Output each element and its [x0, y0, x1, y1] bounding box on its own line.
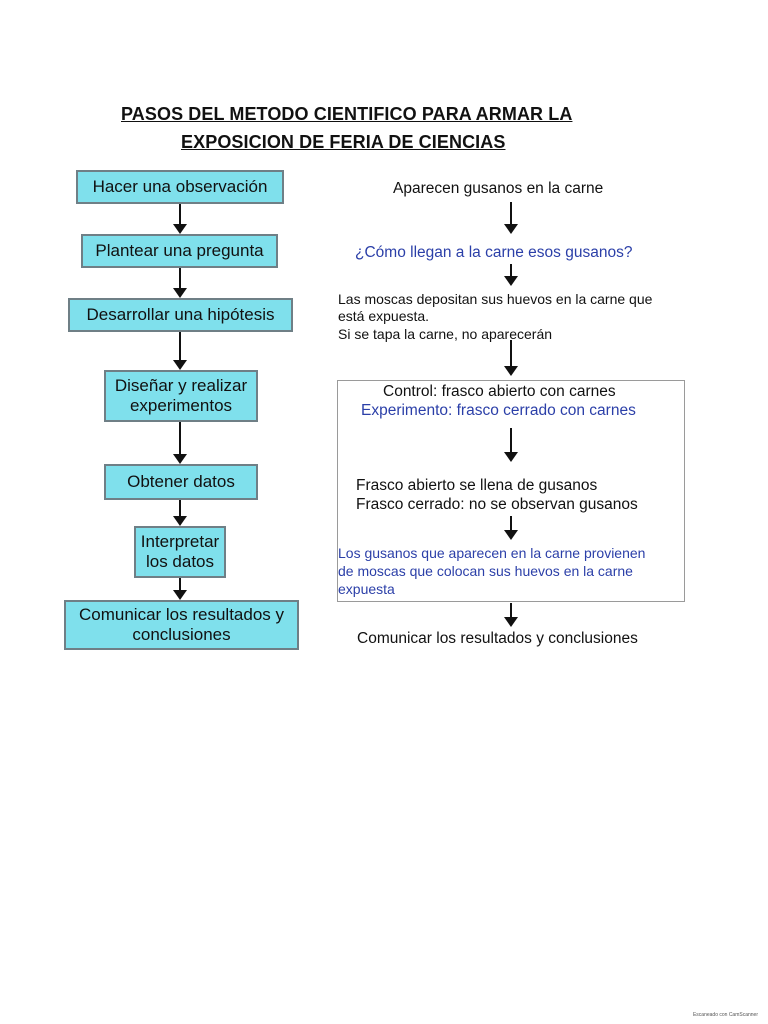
- step-box-observation: Hacer una observación: [76, 170, 284, 204]
- example-interpretation-line-3: expuesta: [338, 581, 395, 597]
- example-hypothesis-line-1: Las moscas depositan sus huevos en la ca…: [338, 291, 653, 307]
- experiment-frame: [337, 380, 685, 602]
- step-label: Hacer una observación: [92, 177, 268, 196]
- arrow-down-icon: [173, 578, 187, 600]
- arrow-down-icon: [504, 603, 518, 627]
- arrow-down-icon: [504, 264, 518, 286]
- example-interpretation-line-1: Los gusanos que aparecen en la carne pro…: [338, 545, 646, 561]
- step-label: Comunicar los resultados y conclusiones: [78, 605, 285, 644]
- step-box-hypothesis: Desarrollar una hipótesis: [68, 298, 293, 332]
- example-hypothesis-line-3: Si se tapa la carne, no aparecerán: [338, 326, 553, 342]
- step-box-question: Plantear una pregunta: [81, 234, 278, 268]
- arrow-down-icon: [173, 204, 187, 234]
- step-label: Interpretar los datos: [140, 532, 220, 571]
- step-box-interpret: Interpretar los datos: [134, 526, 226, 578]
- example-data-line-1: Frasco abierto se llena de gusanos: [356, 477, 598, 494]
- example-communication: Comunicar los resultados y conclusiones: [357, 630, 638, 647]
- step-box-data: Obtener datos: [104, 464, 258, 500]
- arrow-down-icon: [504, 340, 518, 376]
- step-box-experiment: Diseñar y realizar experimentos: [104, 370, 258, 422]
- arrow-down-icon: [504, 516, 518, 540]
- example-observation: Aparecen gusanos en la carne: [393, 180, 604, 197]
- example-interpretation-line-2: de moscas que colocan sus huevos en la c…: [338, 563, 633, 579]
- step-label: Desarrollar una hipótesis: [86, 305, 275, 324]
- page-title-line-2: EXPOSICION DE FERIA DE CIENCIAS: [181, 132, 506, 152]
- arrow-down-icon: [504, 202, 518, 234]
- step-label: Plantear una pregunta: [95, 241, 264, 260]
- arrow-down-icon: [504, 428, 518, 462]
- step-label: Obtener datos: [127, 472, 235, 491]
- arrow-down-icon: [173, 268, 187, 298]
- step-box-communicate: Comunicar los resultados y conclusiones: [64, 600, 299, 650]
- example-question: ¿Cómo llegan a la carne esos gusanos?: [355, 244, 633, 261]
- example-data-line-2: Frasco cerrado: no se observan gusanos: [356, 496, 638, 513]
- arrow-down-icon: [173, 332, 187, 370]
- example-experiment: Experimento: frasco cerrado con carnes: [361, 402, 636, 419]
- example-hypothesis-line-2: está expuesta.: [338, 308, 430, 324]
- scanner-footer: Escaneado con CamScanner: [692, 1012, 758, 1018]
- arrow-down-icon: [173, 500, 187, 526]
- arrow-down-icon: [173, 422, 187, 464]
- step-label: Diseñar y realizar experimentos: [114, 376, 248, 415]
- example-control: Control: frasco abierto con carnes: [383, 383, 616, 400]
- page-title-line-1: PASOS DEL METODO CIENTIFICO PARA ARMAR L…: [121, 104, 573, 124]
